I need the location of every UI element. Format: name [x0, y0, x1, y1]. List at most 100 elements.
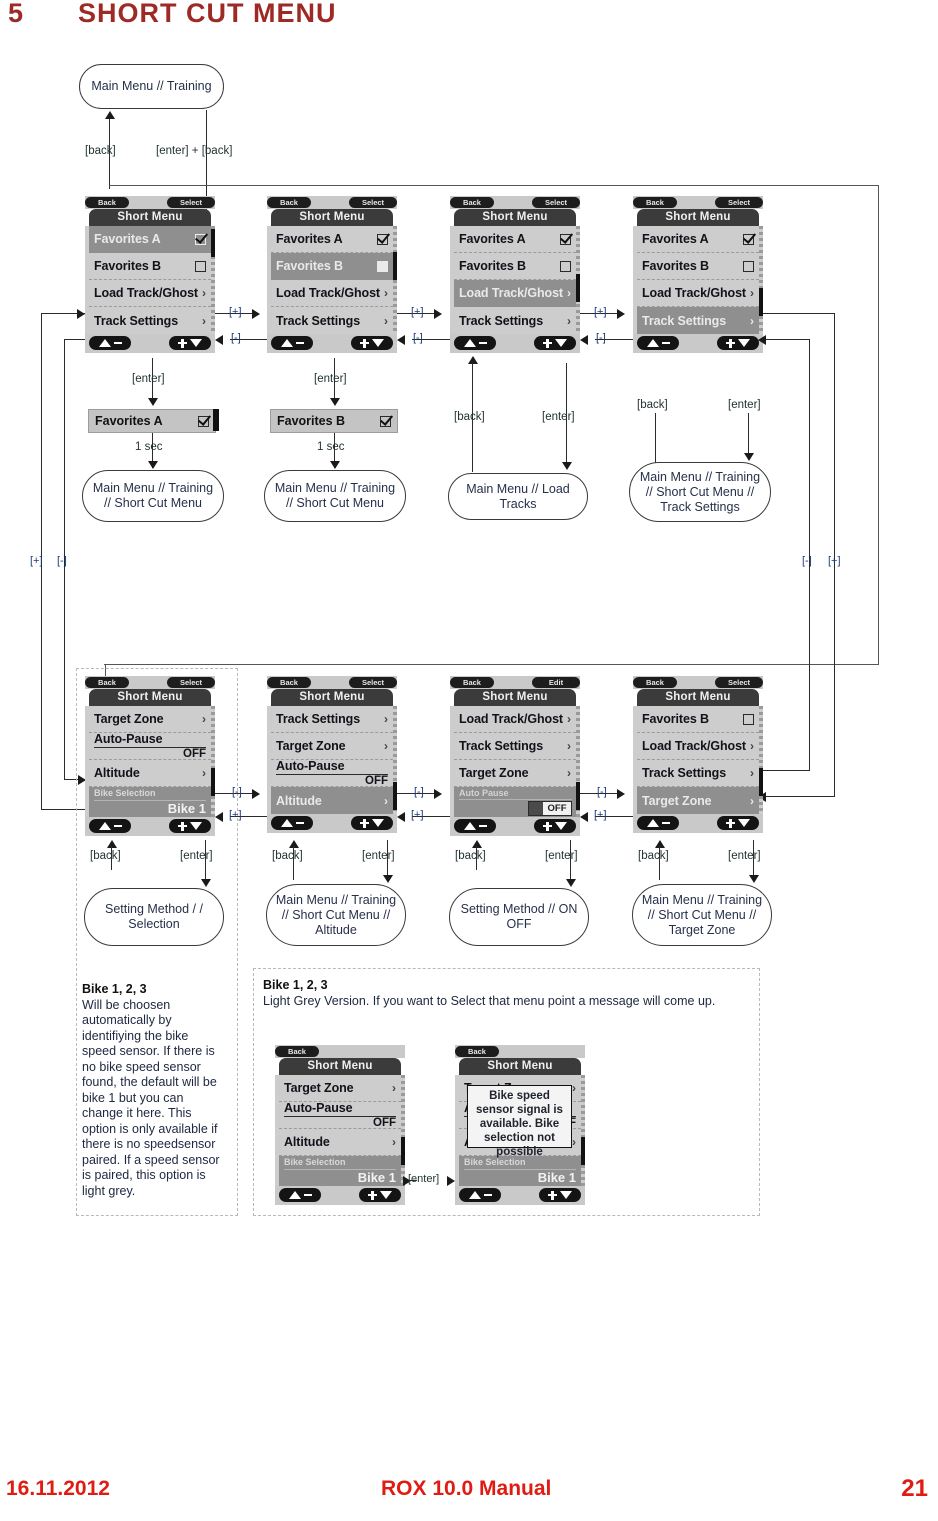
- key-up-minus-r1s2[interactable]: [271, 336, 313, 350]
- menu-item-load-track-ghost[interactable]: Load Track/Ghost ›: [637, 280, 759, 307]
- key-up-minus-r1s4[interactable]: [637, 336, 679, 350]
- key-plus-down-r1s3[interactable]: [534, 336, 576, 350]
- scroll-thumb-r2s2[interactable]: [391, 782, 397, 810]
- menu-item-favorites-a[interactable]: Favorites A: [637, 226, 759, 253]
- softkey-back-r1s1[interactable]: Back: [85, 197, 129, 208]
- menu-item-load-track-ghost[interactable]: Load Track/Ghost ›: [637, 733, 759, 760]
- key-plus-down-r1s2[interactable]: [351, 336, 393, 350]
- menu-item-load-track-ghost[interactable]: Load Track/Ghost ›: [271, 280, 393, 307]
- scroll-thumb-r2s4[interactable]: [757, 768, 763, 796]
- checkbox-checked-icon[interactable]: [560, 233, 571, 245]
- key-up-minus-r2s4[interactable]: [637, 816, 679, 830]
- softkey-select-r1s3[interactable]: Select: [532, 197, 580, 208]
- menu-item-favorites-a[interactable]: Favorites A: [89, 226, 211, 253]
- softkey-select-r2s4[interactable]: Select: [715, 677, 763, 688]
- softkey-back-r3s1[interactable]: Back: [275, 1046, 319, 1057]
- menu-item-auto-pause[interactable]: Auto-Pause OFF: [89, 732, 211, 760]
- menu-item-target-zone[interactable]: Target Zone ›: [637, 787, 759, 814]
- scrollbar-r1s2[interactable]: [392, 226, 397, 334]
- menu-item-favorites-b[interactable]: Favorites B: [271, 253, 393, 280]
- menu-item-track-settings[interactable]: Track Settings ›: [271, 307, 393, 334]
- key-plus-down-r2s1[interactable]: [169, 819, 211, 833]
- menu-item-target-zone[interactable]: Target Zone ›: [454, 760, 576, 787]
- softkey-back-r2s2[interactable]: Back: [267, 677, 311, 688]
- menu-item-favorites-b[interactable]: Favorites B: [454, 253, 576, 280]
- key-up-minus-r2s3[interactable]: [454, 819, 496, 833]
- scrollbar-r1s4[interactable]: [758, 226, 763, 334]
- confirm-row-favorites-a[interactable]: Favorites A: [88, 409, 219, 433]
- key-plus-down-r2s2[interactable]: [351, 816, 393, 830]
- key-up-minus-r3s1[interactable]: [279, 1188, 321, 1202]
- key-plus-down-r3s1[interactable]: [359, 1188, 401, 1202]
- auto-pause-toggle-switch[interactable]: OFF: [528, 800, 572, 816]
- checkbox-icon[interactable]: [743, 260, 754, 272]
- scrollbar-r3s2[interactable]: [580, 1075, 585, 1186]
- menu-item-track-settings[interactable]: Track Settings ›: [271, 706, 393, 733]
- softkey-back-r1s4[interactable]: Back: [633, 197, 677, 208]
- scrollbar-r2s3[interactable]: [575, 706, 580, 817]
- checkbox-checked-icon[interactable]: [195, 233, 206, 245]
- menu-item-bike-selection[interactable]: Bike Selection Bike 1: [279, 1156, 401, 1186]
- scroll-thumb-r2s3[interactable]: [574, 782, 580, 810]
- softkey-select-r1s4[interactable]: Select: [715, 197, 763, 208]
- menu-item-altitude[interactable]: Altitude ›: [279, 1129, 401, 1156]
- softkey-select-r1s2[interactable]: Select: [349, 197, 397, 208]
- checkbox-icon[interactable]: [743, 713, 754, 725]
- scroll-thumb-r1s2[interactable]: [391, 252, 397, 280]
- menu-item-target-zone[interactable]: Target Zone ›: [279, 1075, 401, 1102]
- menu-item-altitude[interactable]: Altitude ›: [89, 760, 211, 787]
- menu-item-track-settings[interactable]: Track Settings ›: [637, 760, 759, 787]
- menu-item-load-track-ghost[interactable]: Load Track/Ghost ›: [454, 706, 576, 733]
- menu-item-load-track-ghost[interactable]: Load Track/Ghost ›: [454, 280, 576, 307]
- checkbox-checked-icon[interactable]: [377, 233, 388, 245]
- menu-item-target-zone[interactable]: Target Zone ›: [89, 706, 211, 733]
- scroll-thumb-r3s1[interactable]: [399, 1137, 405, 1165]
- menu-item-track-settings[interactable]: Track Settings ›: [637, 307, 759, 334]
- softkey-back-r2s4[interactable]: Back: [633, 677, 677, 688]
- menu-item-bike-selection[interactable]: Bike Selection Bike 1: [89, 787, 211, 817]
- menu-item-track-settings[interactable]: Track Settings ›: [454, 733, 576, 760]
- scroll-thumb-r3s2[interactable]: [579, 1137, 585, 1165]
- menu-item-favorites-a[interactable]: Favorites A: [454, 226, 576, 253]
- softkey-back-r1s2[interactable]: Back: [267, 197, 311, 208]
- key-plus-down-r2s4[interactable]: [717, 816, 759, 830]
- menu-item-favorites-b[interactable]: Favorites B: [89, 253, 211, 280]
- menu-item-track-settings[interactable]: Track Settings ›: [454, 307, 576, 334]
- menu-item-auto-pause-toggle[interactable]: Auto Pause OFF: [454, 787, 576, 817]
- key-plus-down-r2s3[interactable]: [534, 819, 576, 833]
- checkbox-checked-icon[interactable]: [743, 233, 754, 245]
- key-plus-down-r3s2[interactable]: [539, 1188, 581, 1202]
- menu-item-favorites-b[interactable]: Favorites B: [637, 253, 759, 280]
- menu-item-bike-selection[interactable]: Bike Selection Bike 1: [459, 1156, 581, 1186]
- key-up-minus-r1s1[interactable]: [89, 336, 131, 350]
- menu-item-load-track-ghost[interactable]: Load Track/Ghost ›: [89, 280, 211, 307]
- menu-item-auto-pause[interactable]: Auto-Pause OFF: [271, 759, 393, 787]
- scroll-thumb-r2s1[interactable]: [209, 768, 215, 796]
- checkbox-icon[interactable]: [195, 260, 206, 272]
- menu-item-target-zone[interactable]: Target Zone ›: [271, 733, 393, 760]
- key-up-minus-r2s1[interactable]: [89, 819, 131, 833]
- checkbox-filled-icon[interactable]: [377, 260, 388, 272]
- menu-item-track-settings[interactable]: Track Settings ›: [89, 307, 211, 334]
- softkey-select-r2s2[interactable]: Select: [349, 677, 397, 688]
- softkey-select-r2s1[interactable]: Select: [167, 677, 215, 688]
- menu-item-favorites-b[interactable]: Favorites B: [637, 706, 759, 733]
- key-up-minus-r3s2[interactable]: [459, 1188, 501, 1202]
- menu-item-favorites-a[interactable]: Favorites A: [271, 226, 393, 253]
- scrollbar-r2s4[interactable]: [758, 706, 763, 814]
- key-plus-down-r1s1[interactable]: [169, 336, 211, 350]
- menu-item-altitude[interactable]: Altitude ›: [271, 787, 393, 814]
- menu-item-auto-pause[interactable]: Auto-Pause OFF: [279, 1101, 401, 1129]
- scrollbar-r2s1[interactable]: [210, 706, 215, 817]
- softkey-back-r2s3[interactable]: Back: [450, 677, 494, 688]
- softkey-back-r3s2[interactable]: Back: [455, 1046, 499, 1057]
- key-up-minus-r1s3[interactable]: [454, 336, 496, 350]
- softkey-select-r1s1[interactable]: Select: [167, 197, 215, 208]
- scroll-thumb-r1s1[interactable]: [209, 229, 215, 257]
- scrollbar-r1s1[interactable]: [210, 226, 215, 334]
- scroll-thumb-r1s3[interactable]: [574, 274, 580, 302]
- softkey-back-r2s1[interactable]: Back: [85, 677, 129, 688]
- scrollbar-r3s1[interactable]: [400, 1075, 405, 1186]
- softkey-back-r1s3[interactable]: Back: [450, 197, 494, 208]
- key-up-minus-r2s2[interactable]: [271, 816, 313, 830]
